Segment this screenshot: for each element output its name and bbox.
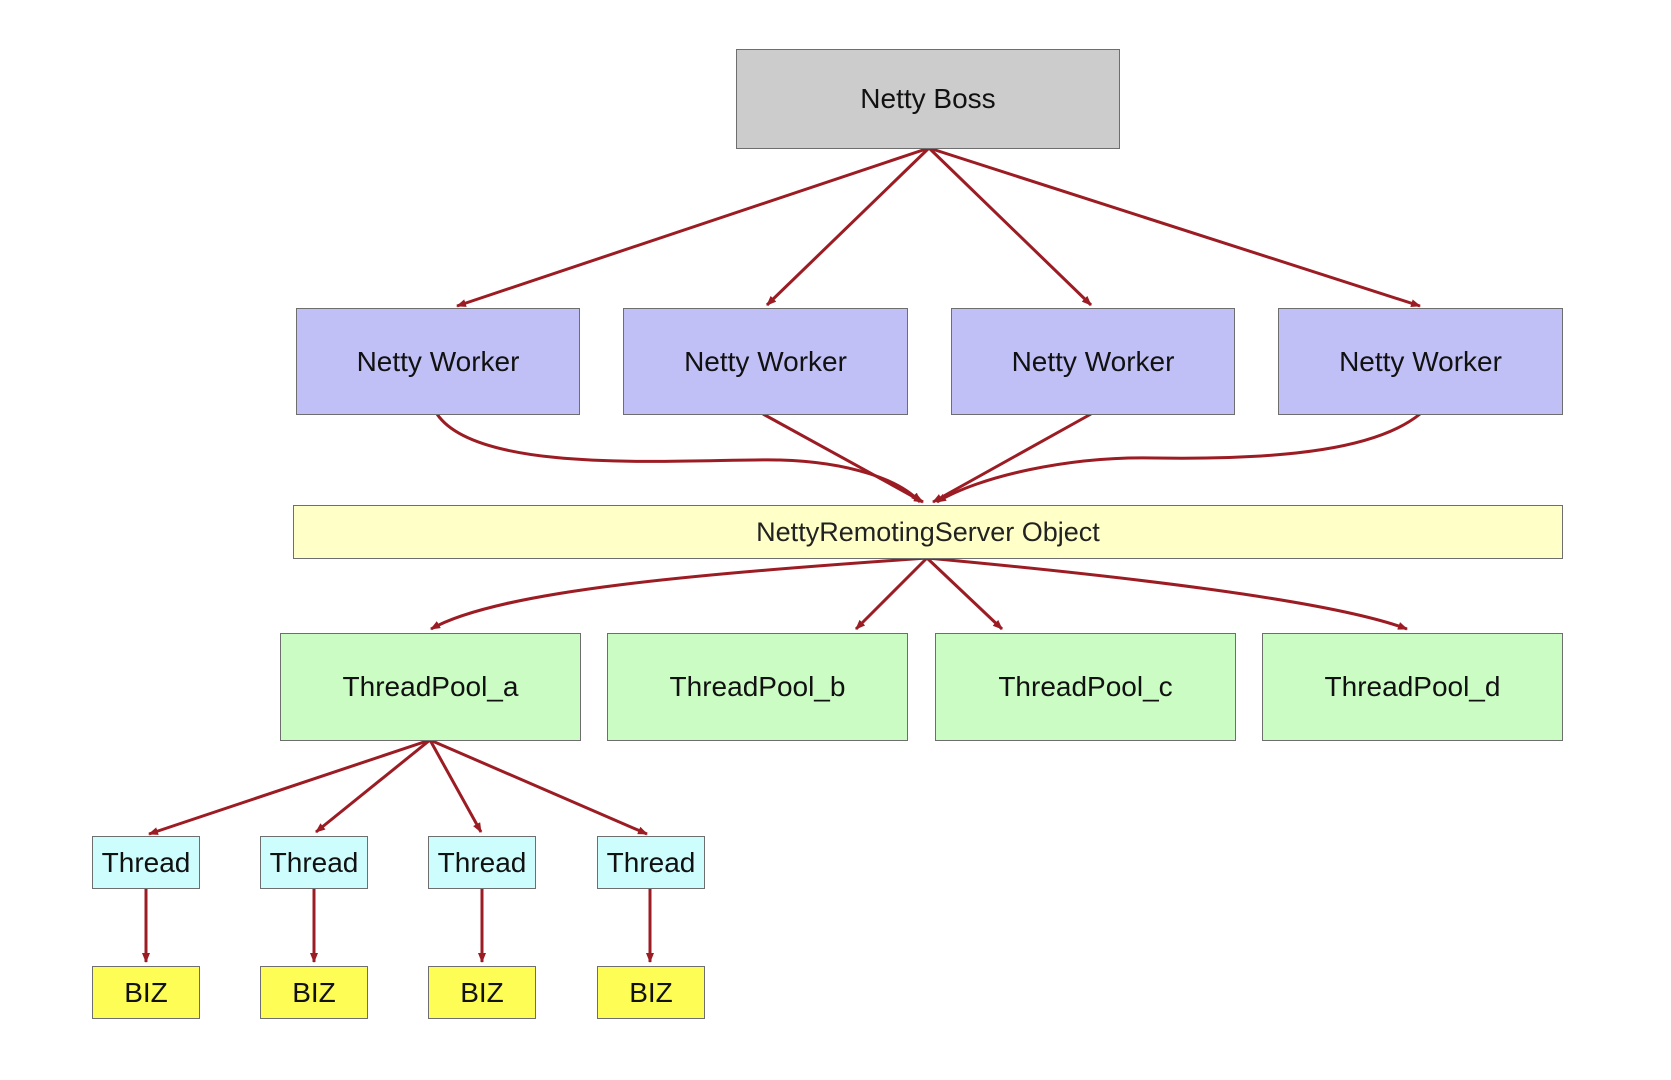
edge-worker-4-server: [936, 412, 1421, 504]
edge-pool-a-thread-1: [148, 738, 431, 836]
edge-server-pool-a: [430, 556, 928, 631]
edge-boss-worker-3: [927, 146, 1093, 307]
edge-worker-3-server: [932, 412, 1092, 504]
edge-pool-a-thread-2: [315, 738, 431, 834]
netty-worker-node-3: Netty Worker: [951, 308, 1235, 415]
edge-boss-worker-1: [456, 146, 930, 308]
edge-boss-worker-4: [928, 146, 1421, 308]
edge-server-pool-c: [925, 556, 1004, 631]
netty-worker-node-2: Netty Worker: [623, 308, 908, 415]
thread-node-2: Thread: [260, 836, 368, 889]
biz-node-4: BIZ: [597, 966, 705, 1019]
thread-node-1: Thread: [92, 836, 200, 889]
thread-node-4: Thread: [597, 836, 705, 889]
biz-node-3: BIZ: [428, 966, 536, 1019]
netty-worker-node-1: Netty Worker: [296, 308, 580, 415]
netty-boss-node: Netty Boss: [736, 49, 1120, 149]
thread-node-3: Thread: [428, 836, 536, 889]
edge-boss-worker-2: [765, 146, 931, 307]
threadpool-b-node: ThreadPool_b: [607, 633, 908, 741]
edge-worker-2-server: [762, 412, 924, 504]
threadpool-d-node: ThreadPool_d: [1262, 633, 1563, 741]
edge-pool-a-thread-3: [428, 739, 483, 833]
netty-worker-node-4: Netty Worker: [1278, 308, 1563, 415]
edge-server-pool-d: [926, 556, 1408, 631]
edge-worker-1-server: [435, 413, 922, 504]
threadpool-c-node: ThreadPool_c: [935, 633, 1236, 741]
netty-remoting-server-node: NettyRemotingServer Object: [293, 505, 1563, 559]
biz-node-1: BIZ: [92, 966, 200, 1019]
edge-pool-a-thread-4: [429, 738, 648, 836]
edge-server-pool-b: [854, 556, 929, 631]
biz-node-2: BIZ: [260, 966, 368, 1019]
threadpool-a-node: ThreadPool_a: [280, 633, 581, 741]
